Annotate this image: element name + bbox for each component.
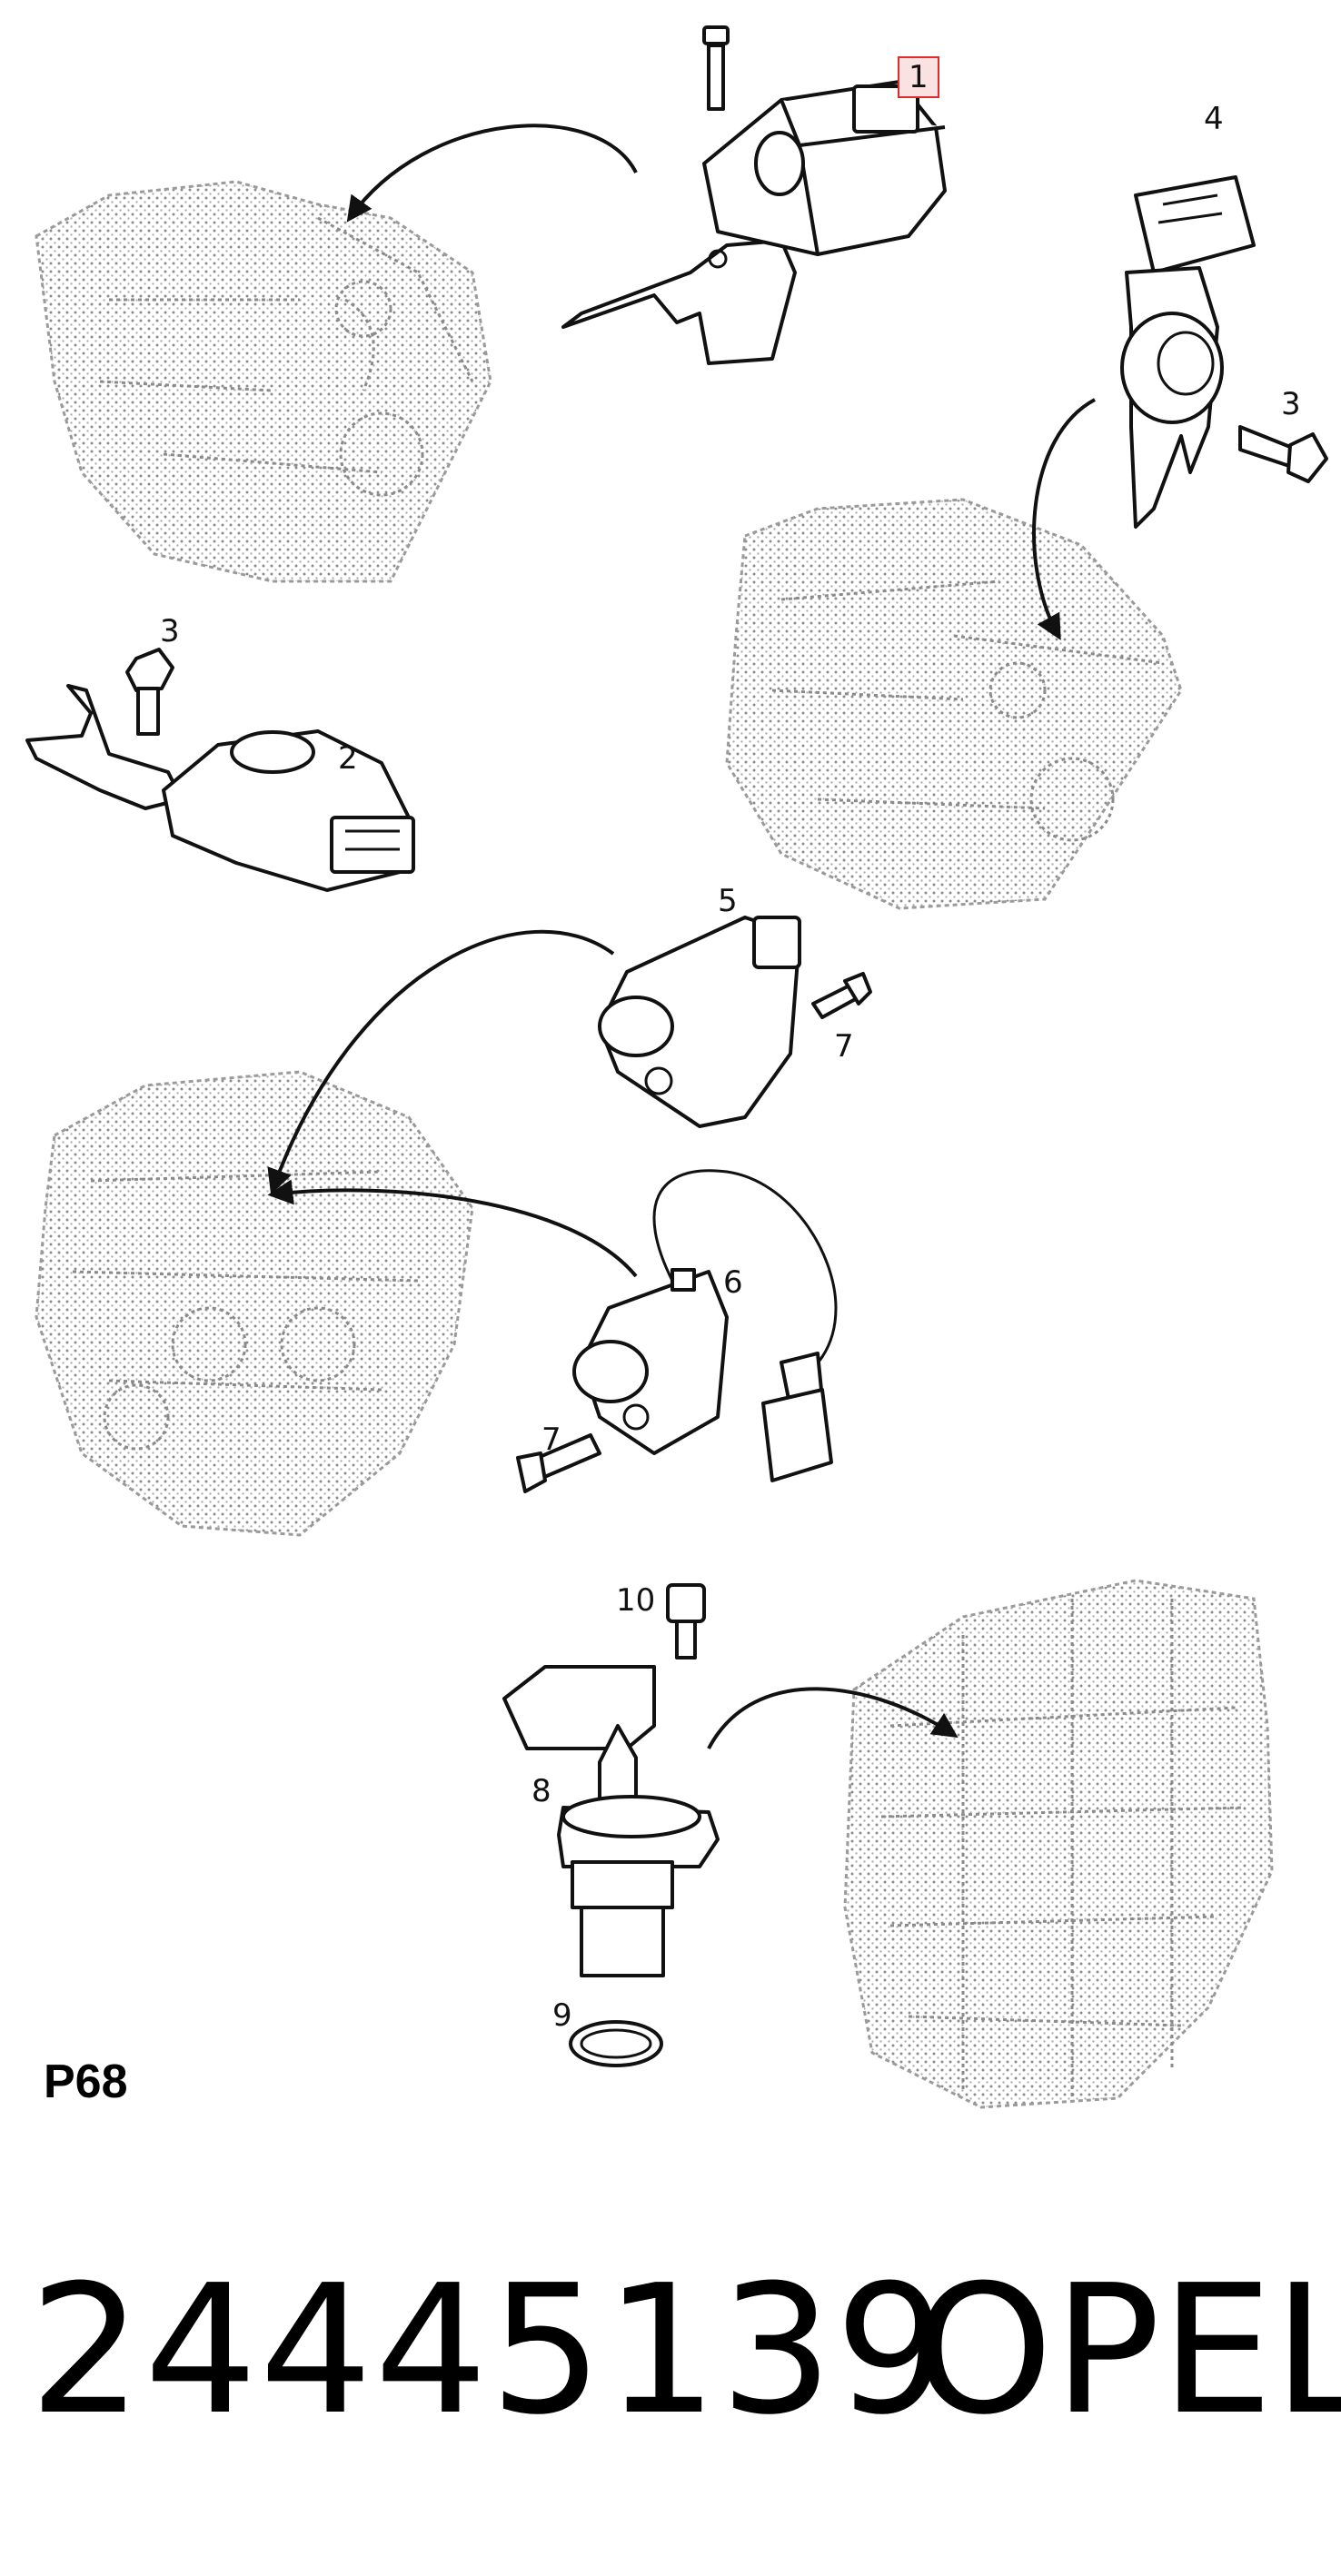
part-1-camshaft-sensor — [561, 25, 947, 365]
arrow-part5-to-engine3 — [267, 929, 615, 1195]
callout-6: 6 — [723, 1264, 743, 1301]
arrow-part6-to-engine3 — [267, 1179, 638, 1278]
callout-1: 1 — [898, 56, 939, 98]
callout-5: 5 — [718, 883, 738, 919]
callout-3: 3 — [160, 613, 180, 649]
callout-8: 8 — [531, 1773, 551, 1809]
page-code: P68 — [44, 2056, 128, 2108]
arrow-part1-to-engine1 — [346, 124, 638, 223]
engine-illustration-1 — [35, 180, 492, 583]
part-6-sensor-cable — [572, 1169, 838, 1482]
arrow-part8-to-engine4 — [707, 1687, 959, 1749]
part-7-screw-upper — [811, 972, 872, 1019]
engine-illustration-2 — [725, 498, 1183, 910]
callout-3: 3 — [1281, 386, 1301, 422]
callout-2: 2 — [338, 740, 358, 777]
part-5-round-sensor — [598, 916, 801, 1128]
part-number: 24445139 — [29, 2247, 950, 2454]
callout-7: 7 — [541, 1422, 561, 1458]
part-8-crank-sensor — [502, 1665, 720, 1977]
callout-9: 9 — [552, 1997, 572, 2034]
engine-illustration-4 — [843, 1579, 1274, 2109]
engine-illustration-3 — [35, 1070, 474, 1537]
arrow-part4-to-engine2 — [1032, 398, 1096, 640]
brand-name: OPEL — [913, 2247, 1341, 2454]
part-10-screw — [666, 1583, 706, 1660]
part-3-screw-left — [125, 648, 174, 736]
part-2-sensor-bracket — [25, 684, 415, 892]
exploded-parts-diagram — [25, 25, 1328, 2109]
part-9-o-ring — [569, 2020, 663, 2067]
callout-10: 10 — [616, 1582, 656, 1619]
part-4-sensor-connector — [1120, 175, 1256, 529]
part-7-screw-lower — [516, 1433, 601, 1493]
callout-7: 7 — [834, 1028, 854, 1065]
callout-4: 4 — [1204, 101, 1224, 137]
part-3-screw-right — [1238, 425, 1328, 483]
